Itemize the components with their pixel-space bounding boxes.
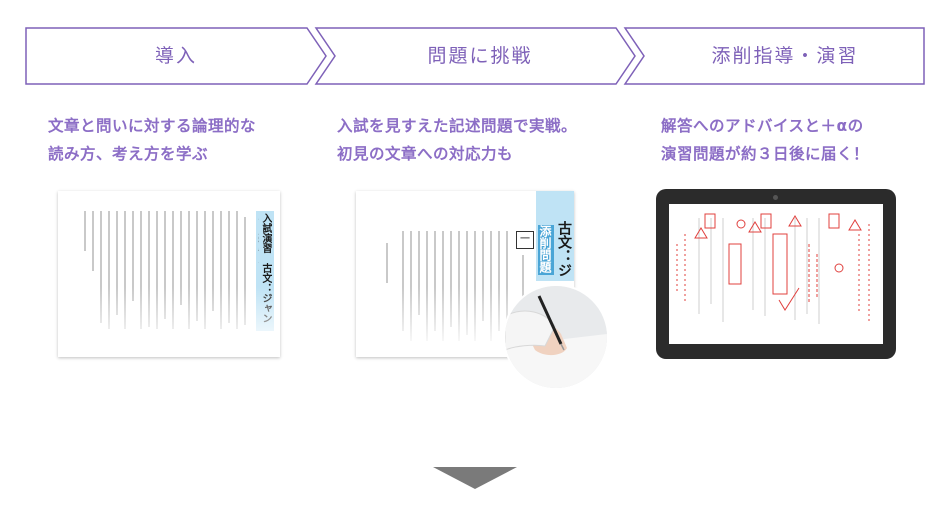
step-desc-review: 解答へのアドバイスと＋αの 演習問題が約３日後に届く！	[661, 112, 869, 168]
step-chevron-2	[314, 27, 636, 85]
tablet-screen	[669, 204, 883, 344]
writing-hand-photo	[505, 286, 607, 388]
tablet-camera	[773, 195, 778, 200]
step-chevron-bar	[25, 27, 925, 85]
desc-line: 解答へのアドバイスと＋αの	[661, 117, 864, 135]
step-chevron-3	[623, 27, 925, 85]
desc-line: 初見の文章への対応力も	[337, 145, 514, 163]
desc-line: 入試を見すえた記述問題で実戦。	[337, 117, 578, 135]
step-desc-challenge: 入試を見すえた記述問題で実戦。 初見の文章への対応力も	[337, 112, 577, 168]
desc-line: 読み方、考え方を学ぶ	[48, 145, 209, 163]
desc-line: 演習問題が約３日後に届く！	[661, 145, 870, 163]
step-desc-intro: 文章と問いに対する論理的な 読み方、考え方を学ぶ	[48, 112, 256, 168]
step-label-intro: 導入	[154, 45, 197, 67]
step-chevron-1	[25, 27, 327, 85]
doc2-title: 古文：ジャンル	[556, 221, 572, 277]
step-label-challenge: 問題に挑戦	[427, 45, 533, 67]
doc2-number: 一	[516, 231, 534, 249]
writing-hand-illustration	[505, 286, 607, 388]
tablet-image	[656, 189, 896, 359]
chevron-down-icon	[433, 467, 517, 489]
problem-sheet-image: 古文：ジャンル 添削問題 一	[356, 191, 574, 357]
textbook-page-image: 入試演習 古文：ジャンル別読解演習１	[58, 191, 280, 357]
correction-marks	[676, 213, 870, 324]
step-label-review: 添削指導・演習	[711, 45, 859, 67]
doc1-title: 入試演習 古文：ジャンル別読解演習１	[260, 213, 271, 323]
doc2-subtitle: 添削問題	[538, 225, 554, 275]
desc-line: 文章と問いに対する論理的な	[48, 117, 257, 135]
